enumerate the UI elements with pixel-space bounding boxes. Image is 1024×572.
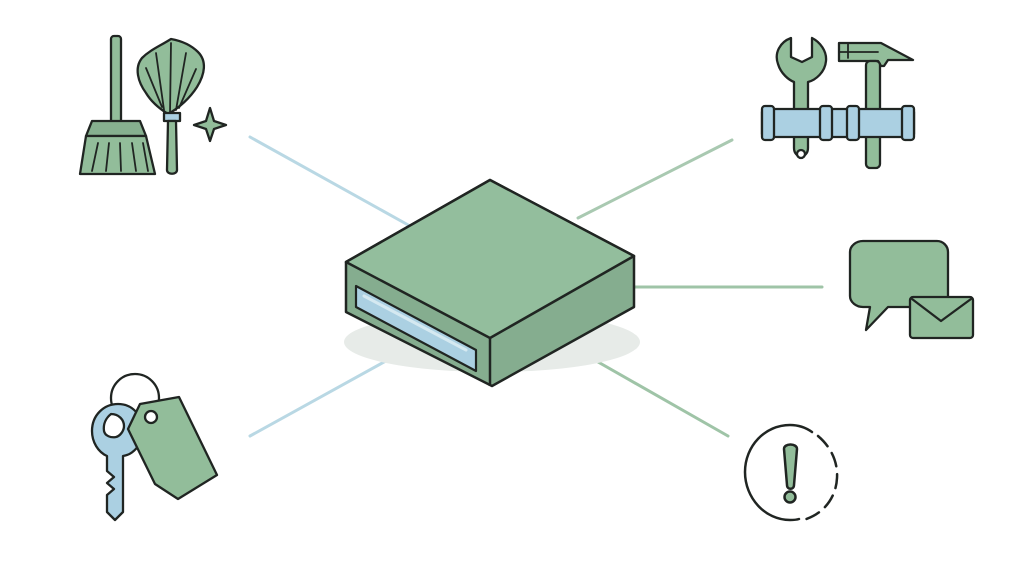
connector-tools [576,138,734,220]
cleaning-supplies-icon [78,34,228,176]
connector-cleaning [248,135,412,228]
alert-icon [743,423,839,522]
keys-icon [90,372,219,522]
repair-tools-icon [760,36,916,170]
hub-device-icon [344,178,640,388]
messages-icon [848,239,975,340]
